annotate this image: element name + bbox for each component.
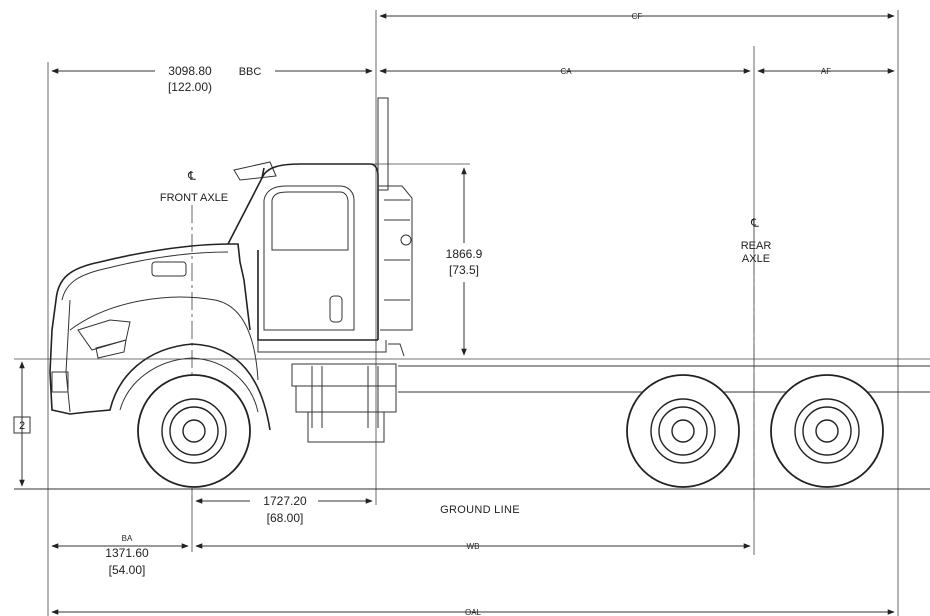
height-value: 1866.9 [446, 247, 483, 261]
axle-to-cab-value: 1727.20 [263, 494, 307, 508]
axle-to-cab-inch-value: [68.00] [267, 511, 304, 525]
rear-axle-label-line2: AXLE [742, 253, 770, 265]
front-wheel [137, 374, 251, 488]
rear-axle-label-line1: REAR [741, 240, 772, 252]
cf-label: CF [632, 12, 643, 21]
af-label: AF [821, 67, 831, 76]
front-axle-symbol: ℄ [187, 169, 196, 183]
oal-label: OAL [465, 608, 482, 616]
bbc-inch-value: [122.00) [168, 80, 212, 94]
rear-wheel-forward [626, 374, 740, 488]
ba-label: BA [122, 534, 133, 543]
ba-value: 1371.60 [105, 546, 149, 560]
height-inch-value: [73.5] [449, 263, 479, 277]
rear-axle-symbol: ℄ [750, 216, 759, 230]
ground-clearance-tag-box [13, 416, 31, 434]
extension-lines [14, 10, 930, 616]
rear-wheel-rearward [770, 374, 884, 488]
truck-cab-outline [49, 97, 413, 443]
front-axle-label: FRONT AXLE [160, 192, 228, 204]
bbc-value: 3098.80 [168, 64, 212, 78]
ca-label: CA [560, 67, 572, 76]
ground-line-label: GROUND LINE [440, 504, 520, 516]
wb-label: WB [467, 542, 480, 551]
ground-clearance-tag: 2 [19, 420, 25, 432]
bbc-label: BBC [239, 66, 262, 78]
ba-inch-value: [54.00] [109, 563, 146, 577]
